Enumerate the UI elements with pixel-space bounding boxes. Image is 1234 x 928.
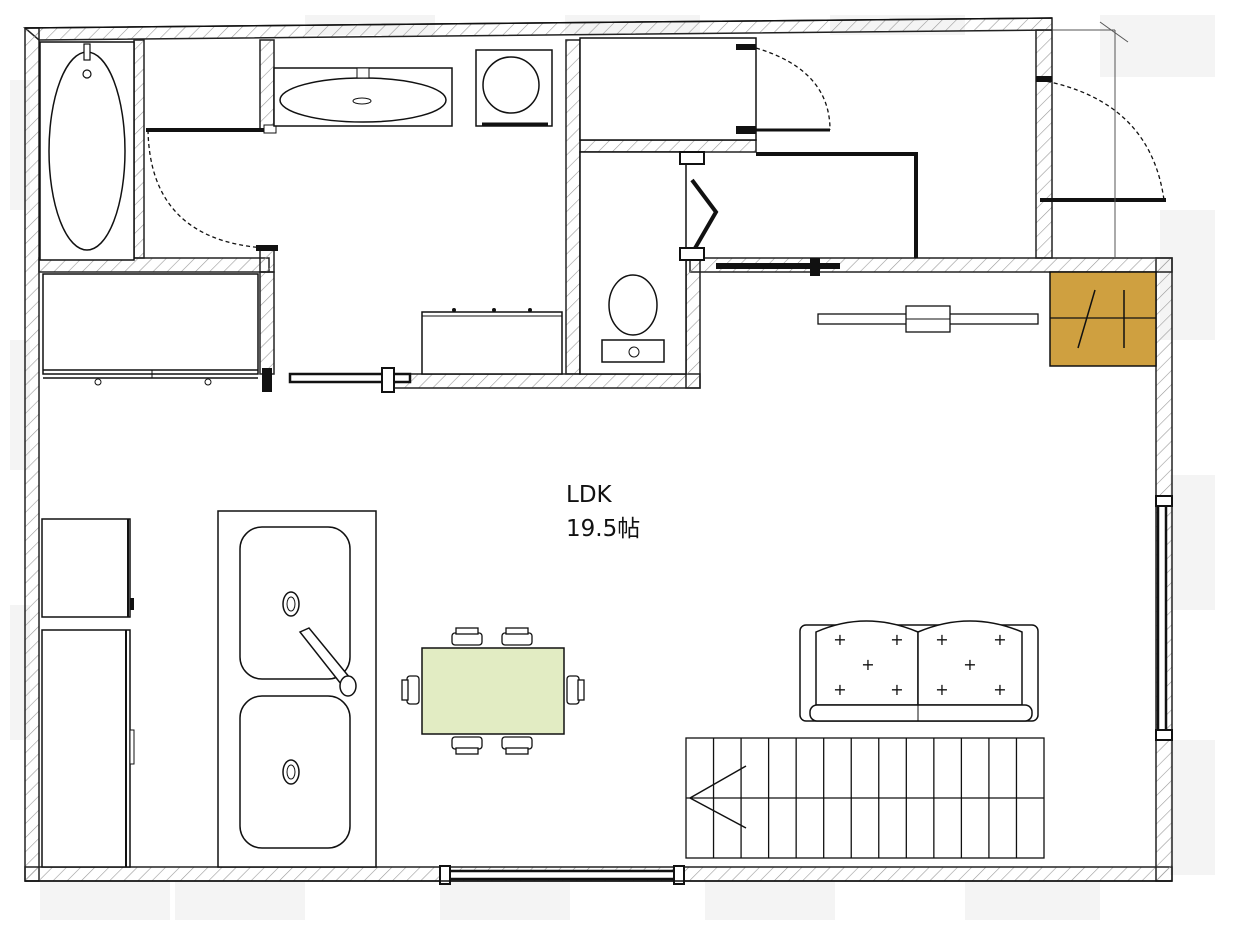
svg-text:+: +: [993, 630, 1006, 649]
room-size: 19.5帖: [566, 516, 641, 542]
toilet: [608, 274, 658, 336]
staircase: [685, 737, 1045, 859]
drain-icon: [82, 69, 92, 79]
sofa-tufting: + + + + + + + + + +: [833, 630, 1006, 699]
microwave-cabinet: [41, 518, 131, 618]
faucet-icon: [83, 43, 91, 61]
bath-door-swing: [147, 129, 266, 249]
hall: [579, 21, 1166, 258]
svg-text:+: +: [861, 655, 874, 674]
svg-text:+: +: [935, 630, 948, 649]
toilet-folding-door: [690, 178, 719, 252]
dining-set: [401, 627, 585, 755]
svg-text:+: +: [890, 680, 903, 699]
kitchen: [41, 510, 377, 868]
room-label: LDK 19.5帖: [566, 478, 640, 546]
bathtub-basin: [48, 51, 126, 251]
outer-edges: [24, 17, 1172, 882]
svg-text:+: +: [935, 680, 948, 699]
right-window: [1156, 503, 1168, 737]
svg-text:+: +: [833, 680, 846, 699]
refrigerator: [41, 629, 131, 868]
hall-closet: [579, 37, 757, 141]
closet-lower-left: [42, 273, 259, 375]
svg-text:+: +: [963, 655, 976, 674]
bathroom: [39, 41, 278, 261]
storage-closet: [1049, 271, 1157, 367]
bottom-window: [446, 869, 680, 881]
svg-text:+: +: [993, 680, 1006, 699]
shelf-unit: [421, 311, 563, 375]
hall-partition: [756, 152, 918, 258]
washroom-sliding-door: [288, 372, 412, 384]
sofa: + + + + + + + + + +: [799, 620, 1039, 722]
dining-chairs: [401, 627, 585, 755]
svg-text:+: +: [890, 630, 903, 649]
washroom: [42, 49, 563, 393]
room-name: LDK: [566, 482, 612, 508]
ldk: [439, 271, 1173, 885]
dining-table: [421, 647, 565, 735]
svg-text:+: +: [833, 630, 846, 649]
toilet-room: [579, 151, 840, 375]
